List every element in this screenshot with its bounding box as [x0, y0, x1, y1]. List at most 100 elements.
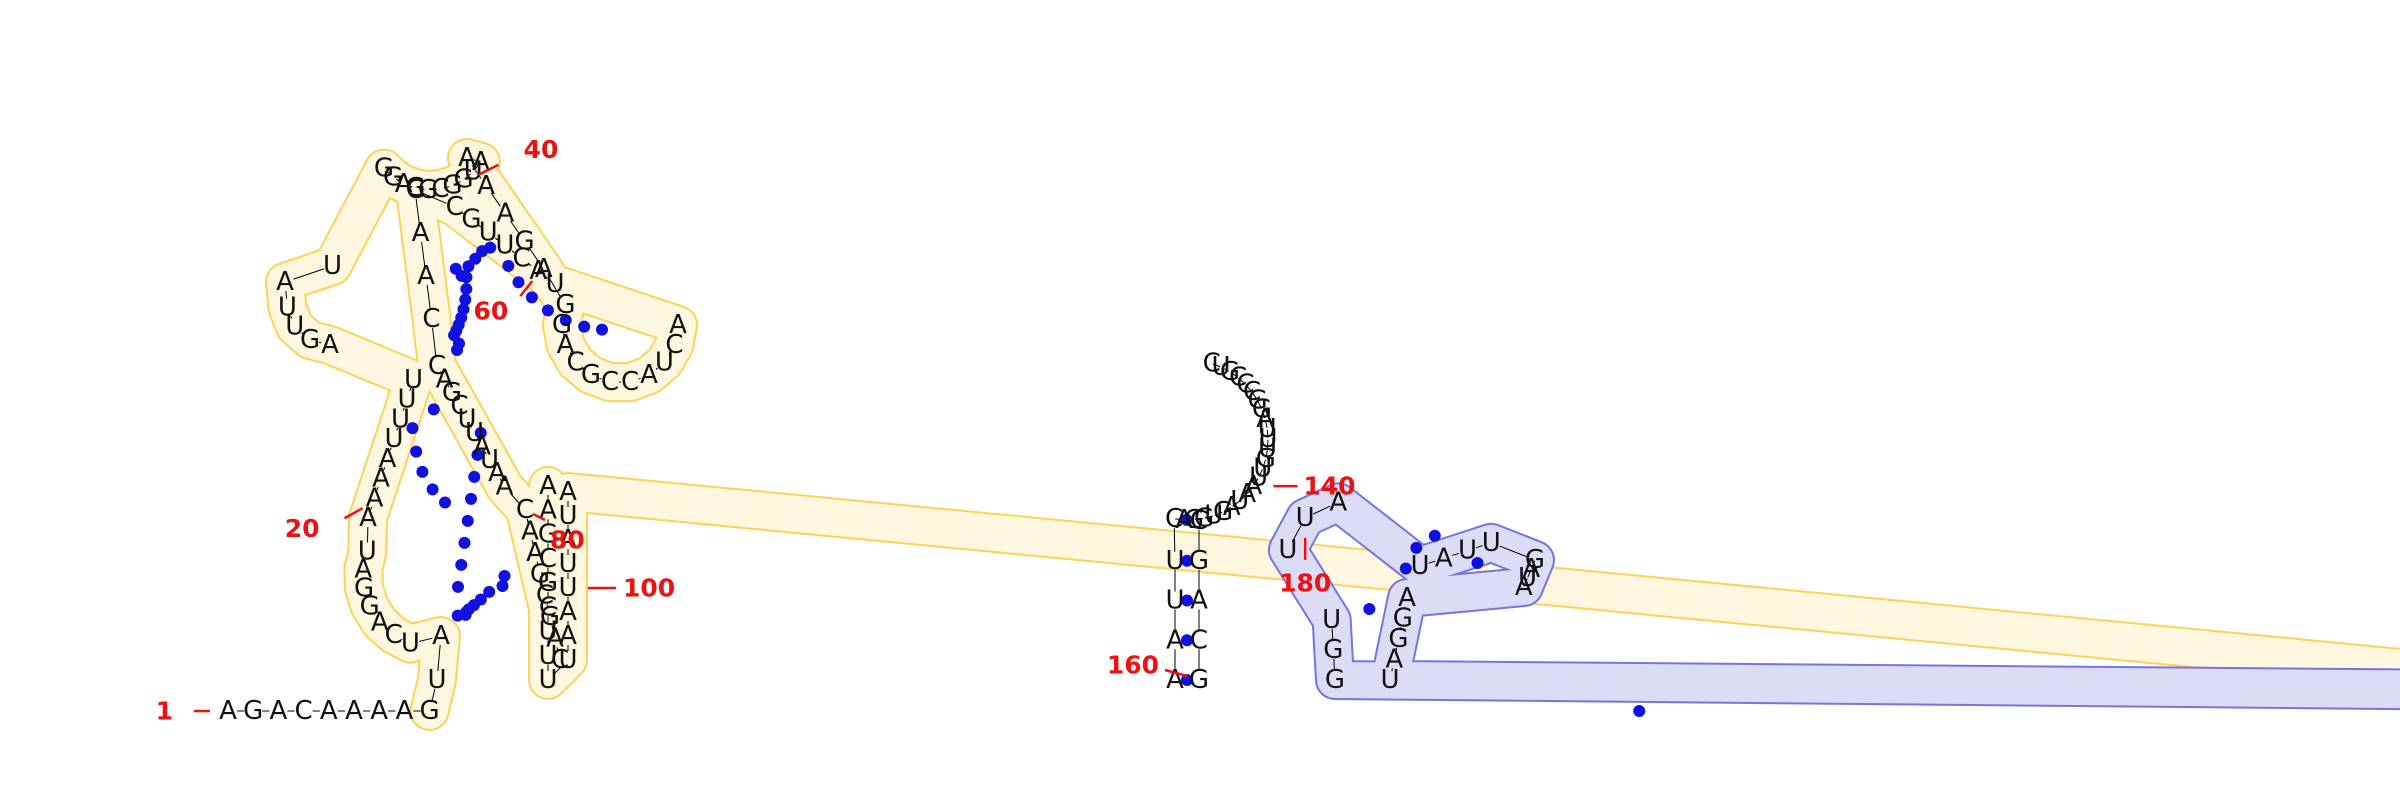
- base-pair-dot: [525, 291, 538, 304]
- nucleotide: A: [436, 364, 454, 394]
- nucleotide: A: [559, 525, 577, 555]
- nucleotide: A: [219, 696, 237, 726]
- nucleotide: A: [526, 538, 544, 568]
- backbone-link: [1527, 569, 1532, 578]
- position-label: 140: [1303, 472, 1355, 501]
- base-pair-dot: [1410, 541, 1423, 554]
- nucleotide: A: [1166, 625, 1184, 655]
- base-pair-dot: [455, 558, 468, 571]
- backbone-link: [582, 367, 585, 370]
- backbone-link: [1262, 459, 1266, 468]
- backbone-link: [1253, 478, 1259, 486]
- backbone-link: [293, 268, 325, 280]
- base-pair-dot: [416, 465, 429, 478]
- nucleotide: G: [530, 559, 550, 589]
- nucleotide: C: [1165, 504, 1183, 534]
- nucleotide: U: [427, 665, 446, 695]
- backbone-link: [290, 315, 292, 319]
- nucleotide: U: [1458, 536, 1477, 566]
- backbone-link: [1257, 401, 1262, 409]
- highlight-layer: [265, 138, 2400, 731]
- backbone-link: [439, 371, 442, 375]
- backbone-link: [426, 284, 431, 311]
- backbone-link: [469, 424, 472, 428]
- base-pair-dot: [596, 323, 608, 336]
- backbone-link: [499, 478, 502, 482]
- position-label: 1: [156, 697, 173, 726]
- nucleotide: A: [270, 696, 288, 726]
- backbone-link: [1523, 578, 1528, 587]
- backbone-link: [1333, 658, 1335, 672]
- backbone-link: [546, 604, 549, 609]
- nucleotide: U: [1258, 424, 1277, 454]
- backbone-layer: [237, 158, 1536, 712]
- nucleotide: A: [559, 621, 577, 651]
- nucleotide: A: [559, 597, 577, 627]
- nucleotide: A: [1175, 505, 1193, 535]
- backbone-link: [1399, 627, 1402, 631]
- nucleotide: G: [515, 226, 535, 256]
- nucleotide: U: [1322, 605, 1341, 635]
- backbone-link: [1252, 392, 1258, 400]
- nucleotide: U: [1249, 463, 1268, 493]
- nucleotide: C: [422, 304, 440, 334]
- base-pair-dot: [1633, 705, 1646, 717]
- nucleotide: C: [601, 367, 619, 397]
- nucleotide: C: [536, 581, 554, 611]
- nucleotide: U: [495, 230, 514, 260]
- nucleotide: C: [621, 367, 639, 397]
- position-tick: [1164, 668, 1188, 678]
- backbone-link: [531, 540, 534, 545]
- nucleotide: C: [513, 243, 531, 273]
- nucleotide: A: [321, 330, 339, 360]
- nucleotide: A: [557, 330, 575, 360]
- nucleotide: U: [358, 536, 377, 566]
- backbone-link: [1475, 545, 1483, 549]
- backbone-link: [437, 644, 441, 672]
- nucleotide: U: [391, 404, 410, 434]
- nucleotide: G: [1220, 357, 1240, 387]
- base-pair-dot: [1399, 562, 1412, 575]
- nucleotide: G: [538, 568, 558, 598]
- nucleotide: G: [454, 165, 474, 195]
- nucleotide: A: [1190, 586, 1208, 616]
- nucleotide: U: [278, 293, 297, 323]
- backbone-link: [395, 178, 401, 183]
- nucleotide: A: [559, 477, 577, 507]
- backbone-link: [1221, 367, 1230, 372]
- base-pair-dot: [474, 426, 487, 439]
- nucleotide: C: [1190, 506, 1208, 536]
- nucleotide: A: [1256, 404, 1274, 434]
- nucleotide: A: [472, 147, 490, 177]
- backbone-link: [478, 224, 482, 228]
- nucleotide: A: [477, 171, 495, 201]
- nucleotide: U: [1296, 503, 1315, 533]
- backbone-link: [484, 451, 487, 455]
- backbone-link: [655, 367, 658, 370]
- nucleotide: U: [465, 418, 484, 448]
- base-pair-dot: [461, 514, 474, 527]
- backbone-link: [1223, 507, 1232, 512]
- backbone-link: [510, 493, 520, 504]
- base-pair-dot: [1363, 603, 1376, 615]
- nucleotide: A: [497, 199, 515, 229]
- backbone-link: [454, 398, 457, 401]
- backbone-link: [1261, 410, 1266, 419]
- nucleotide: A: [354, 555, 372, 585]
- backbone-link: [455, 180, 461, 185]
- nucleotide: U: [479, 218, 498, 248]
- position-tick: [343, 507, 364, 520]
- nucleotide: G: [1325, 665, 1345, 695]
- backbone-link: [443, 186, 450, 189]
- backbone-link: [1212, 363, 1221, 368]
- backbone-link: [474, 164, 480, 170]
- nucleotide: A: [372, 464, 390, 494]
- nucleotide: G: [1388, 624, 1408, 654]
- nucleotide: C: [665, 330, 683, 360]
- backbone-link: [529, 248, 540, 263]
- backbone-link: [402, 407, 405, 411]
- nucleotide: G: [405, 173, 425, 203]
- backbone-link: [528, 263, 532, 267]
- base-pair-dot: [451, 609, 464, 622]
